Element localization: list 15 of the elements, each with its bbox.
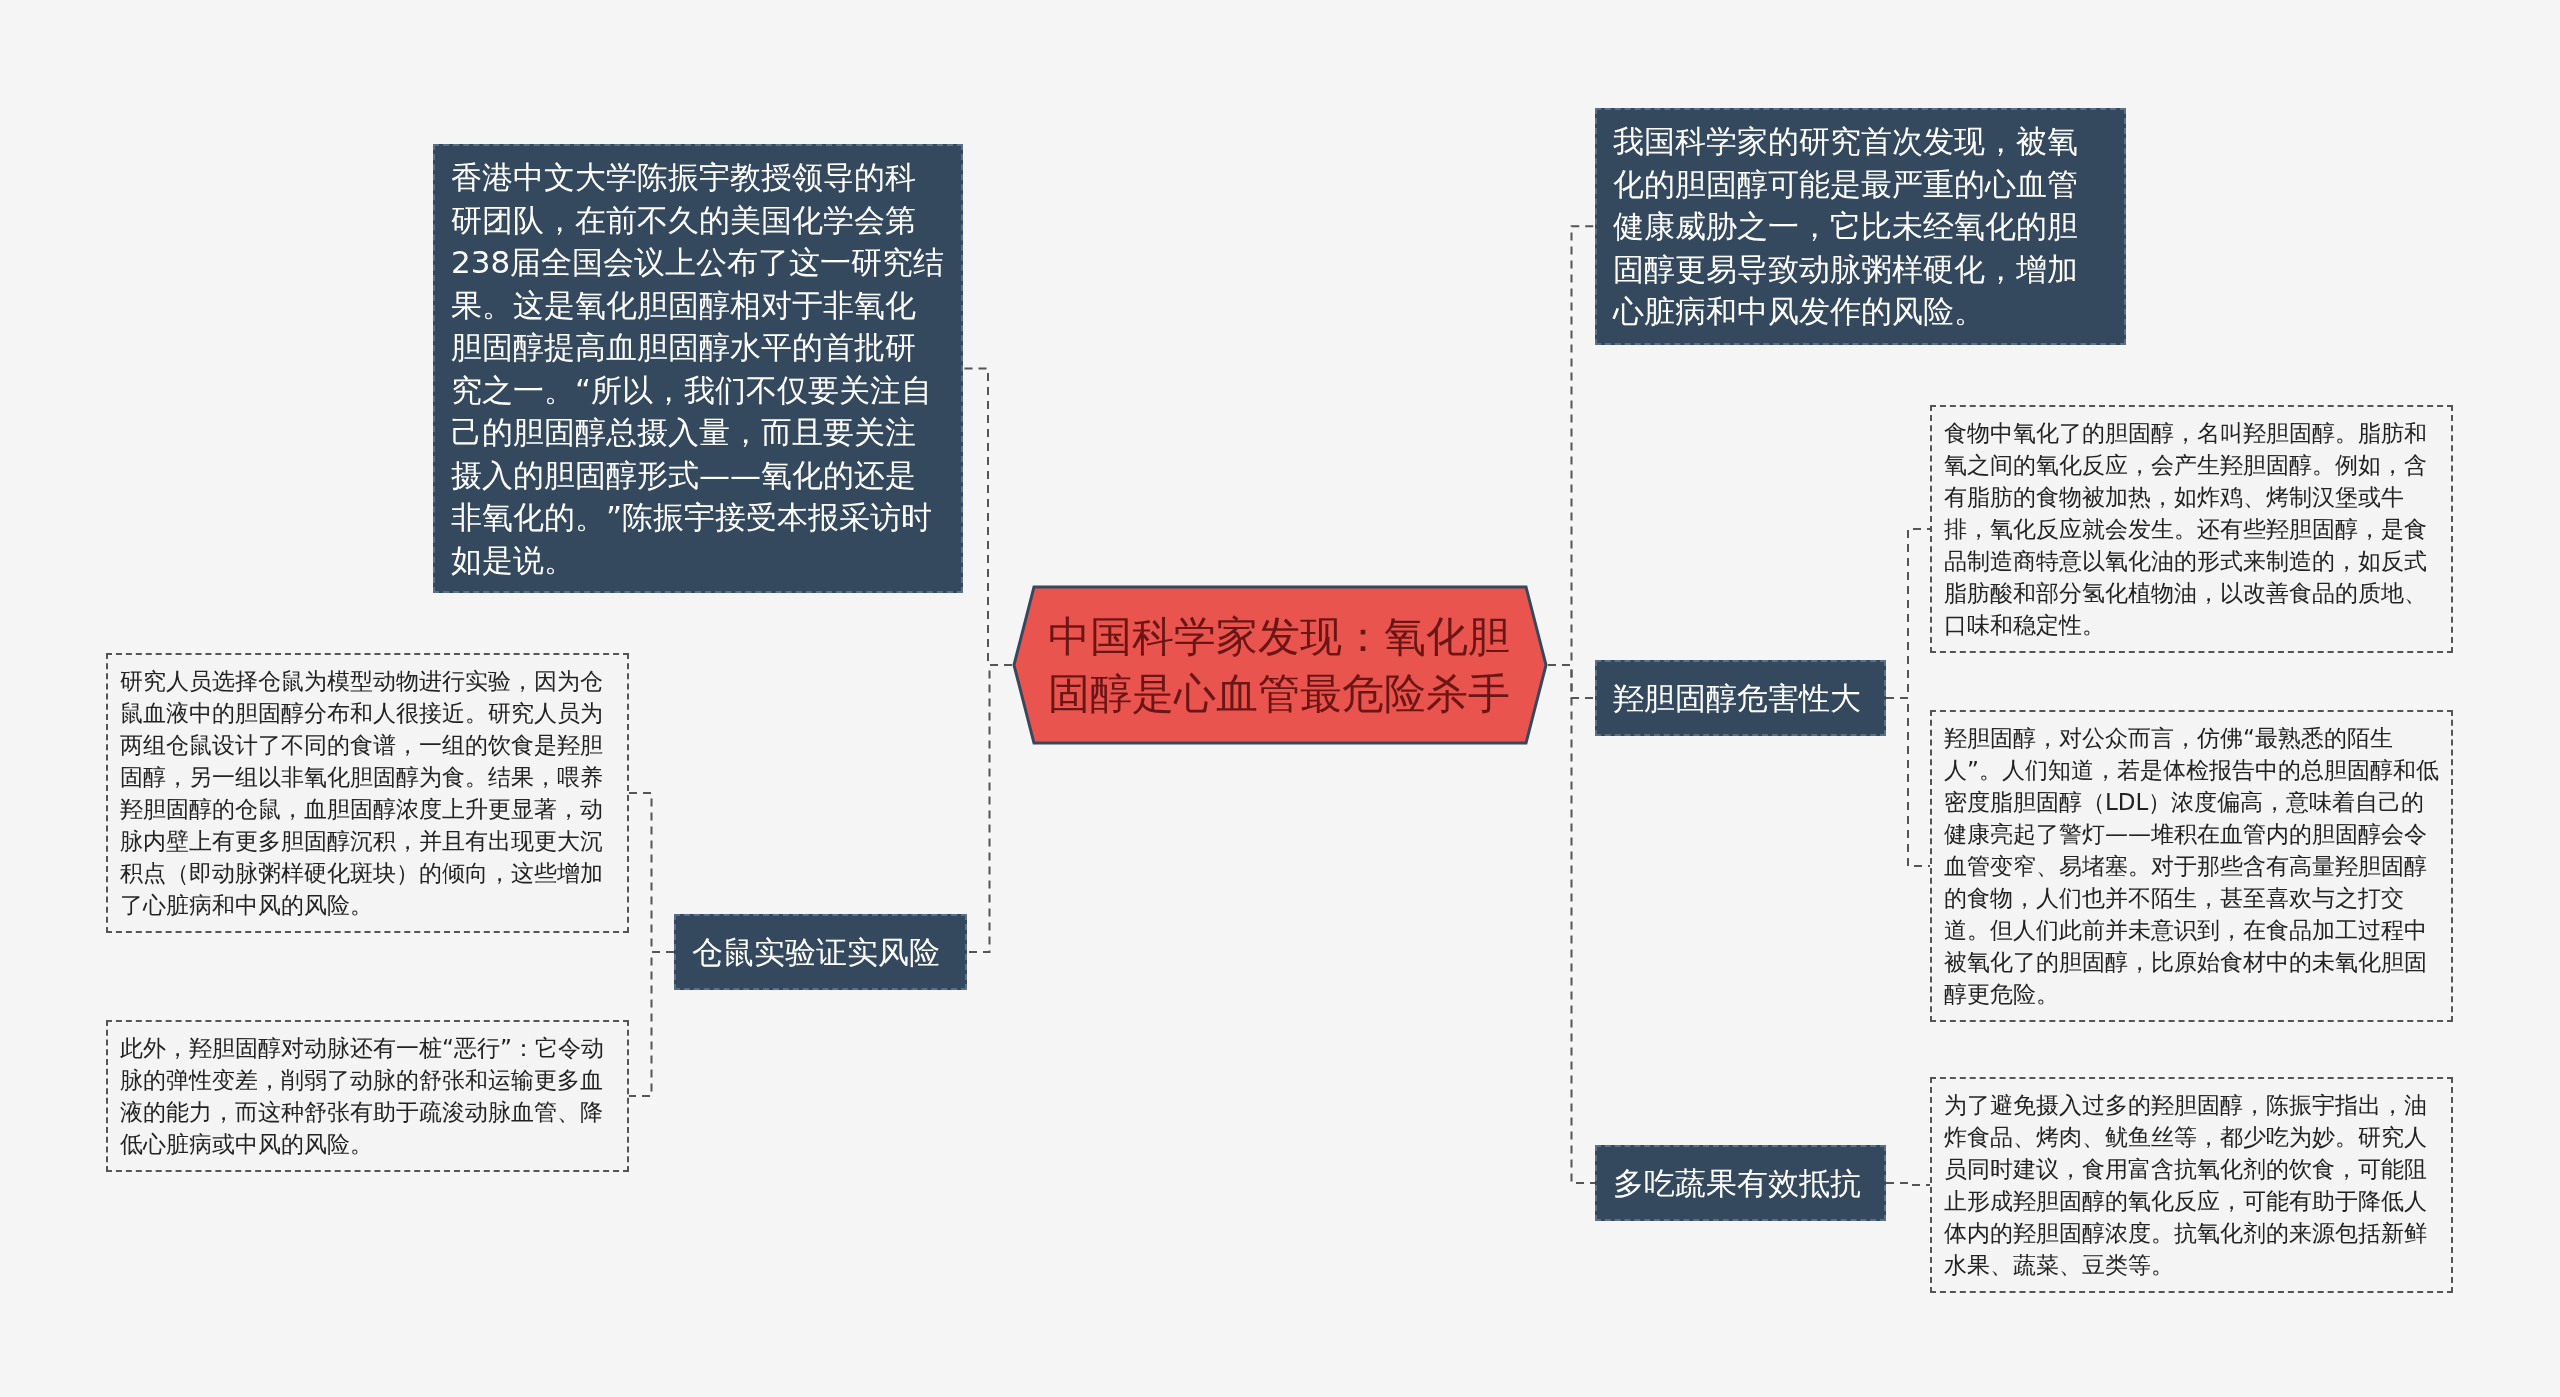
topic-hexagon: 中国科学家发现：氧化胆固醇是心血管最危险杀手: [1012, 585, 1548, 745]
text-card: 为了避免摄入过多的羟胆固醇，陈振宇指出，油炸食品、烤肉、鱿鱼丝等，都少吃为妙。研究人员同时建议，食用富含抗氧化剂的饮食，可能阻止形成羟胆固醇的氧化反应，可能有助于降低人体内的羟胆固醇浓度。抗氧化剂的来源包括新鲜水果、蔬菜、豆类等。: [1930, 1077, 2453, 1293]
text-card: 我国科学家的研究首次发现，被氧化的胆固醇可能是最严重的心血管健康威胁之一，它比未经氧化的胆固醇更易导致动脉粥样硬化，增加心脏病和中风发作的风险。: [1595, 108, 2126, 345]
connector-line: [1885, 697, 1931, 867]
text-card: 羟胆固醇，对公众而言，仿佛“最熟悉的陌生人”。人们知道，若是体检报告中的总胆固醇和低密度脂胆固醇（LDL）浓度偏高，意味着自己的健康亮起了警灯——堆积在血管内的胆固醇会令血管变窄、易堵塞。对于那些含有高量羟胆固醇的食物，人们也并不陌生，甚至喜欢与之打交道。但人们此前并未意识到，在食品加工过程中被氧化了的胆固醇，比原始食材中的未氧化胆固醇更危险。: [1930, 710, 2453, 1022]
topic-box: 仓鼠实验证实风险: [674, 914, 967, 990]
topic-box: 多吃蔬果有效抵抗: [1595, 1145, 1886, 1221]
connector-line: [1885, 1182, 1931, 1186]
text-card: 食物中氧化了的胆固醇，名叫羟胆固醇。脂肪和氧之间的氧化反应，会产生羟胆固醇。例如，含有脂肪的食物被加热，如炸鸡、烤制汉堡或牛排，氧化反应就会发生。还有些羟胆固醇，是食品制造商特意以氧化油的形式来制造的，如反式脂肪酸和部分氢化植物油，以改善食品的质地、口味和稳定性。: [1930, 405, 2453, 653]
text-card: 此外，羟胆固醇对动脉还有一桩“恶行”：它令动脉的弹性变差，削弱了动脉的舒张和运输更多血液的能力，而这种舒张有助于疏浚动脉血管、降低心脏病或中风的风险。: [106, 1020, 629, 1172]
connector-line: [966, 664, 1013, 953]
topic-box: 羟胆固醇危害性大: [1595, 660, 1886, 736]
connector-line: [628, 951, 675, 1097]
text-card: 研究人员选择仓鼠为模型动物进行实验，因为仓鼠血液中的胆固醇分布和人很接近。研究人员为两组仓鼠设计了不同的食谱，一组的饮食是羟胆固醇，另一组以非氧化胆固醇为食。结果，喂养羟胆固醇的仓鼠，血胆固醇浓度上升更显著，动脉内壁上有更多胆固醇沉积，并且有出现更大沉积点（即动脉粥样硬化斑块）的倾向，这些增加了心脏病和中风的风险。: [106, 653, 629, 933]
text-card: 香港中文大学陈振宇教授领导的科研团队，在前不久的美国化学会第238届全国会议上公布了这一研究结果。这是氧化胆固醇相对于非氧化胆固醇提高血胆固醇水平的首批研究之一。“所以，我们不仅要关注自己的胆固醇总摄入量，而且要关注摄入的胆固醇形式——氧化的还是非氧化的。”陈振宇接受本报采访时如是说。: [433, 144, 963, 593]
